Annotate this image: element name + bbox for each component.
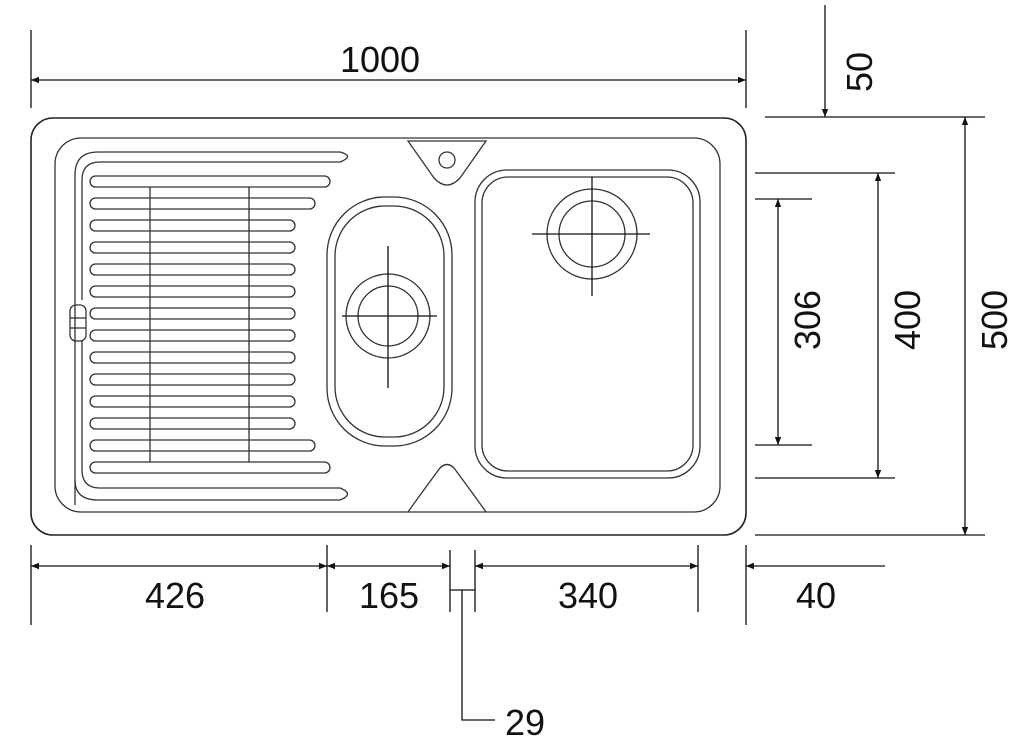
drainer-rib [89,307,296,320]
dimension-50: 50 [765,5,985,118]
drainer-ribs [89,175,331,474]
svg-text:1000: 1000 [340,39,420,80]
drainer-rib [89,175,331,188]
large-bowl [474,169,701,479]
overflow-shape [407,463,487,513]
svg-text:306: 306 [787,290,828,350]
drainer-rib [89,219,296,232]
drainer-rib [89,263,296,276]
dimension-165: 165 [359,575,419,616]
drainer-rib [89,417,296,430]
tap-hole [406,140,488,186]
svg-text:50: 50 [839,52,880,92]
drainer-rib [89,351,296,364]
drainer-rib [89,285,296,298]
drainer-rib [89,461,331,474]
sink-outline [30,117,747,536]
dimension-340: 340 [558,575,618,616]
bottom-dimensions: 426 165 340 40 29 [30,545,885,743]
dimension-306: 306 [755,198,828,446]
dimension-400: 400 [755,172,928,479]
small-bowl [326,196,453,447]
drainer-rib [89,395,296,408]
drainer-rib [89,197,316,210]
dimension-426: 426 [145,575,205,616]
dimension-1000: 1000 [30,30,747,108]
drainer-rib [89,439,316,452]
drainer-rib [89,241,296,254]
drainer-rib [89,329,296,342]
dimension-40: 40 [796,575,836,616]
svg-text:400: 400 [887,290,928,350]
svg-text:500: 500 [974,290,1015,350]
drainer-rib [89,373,296,386]
dimension-29: 29 [505,702,545,743]
dimension-500: 500 [755,117,1015,536]
